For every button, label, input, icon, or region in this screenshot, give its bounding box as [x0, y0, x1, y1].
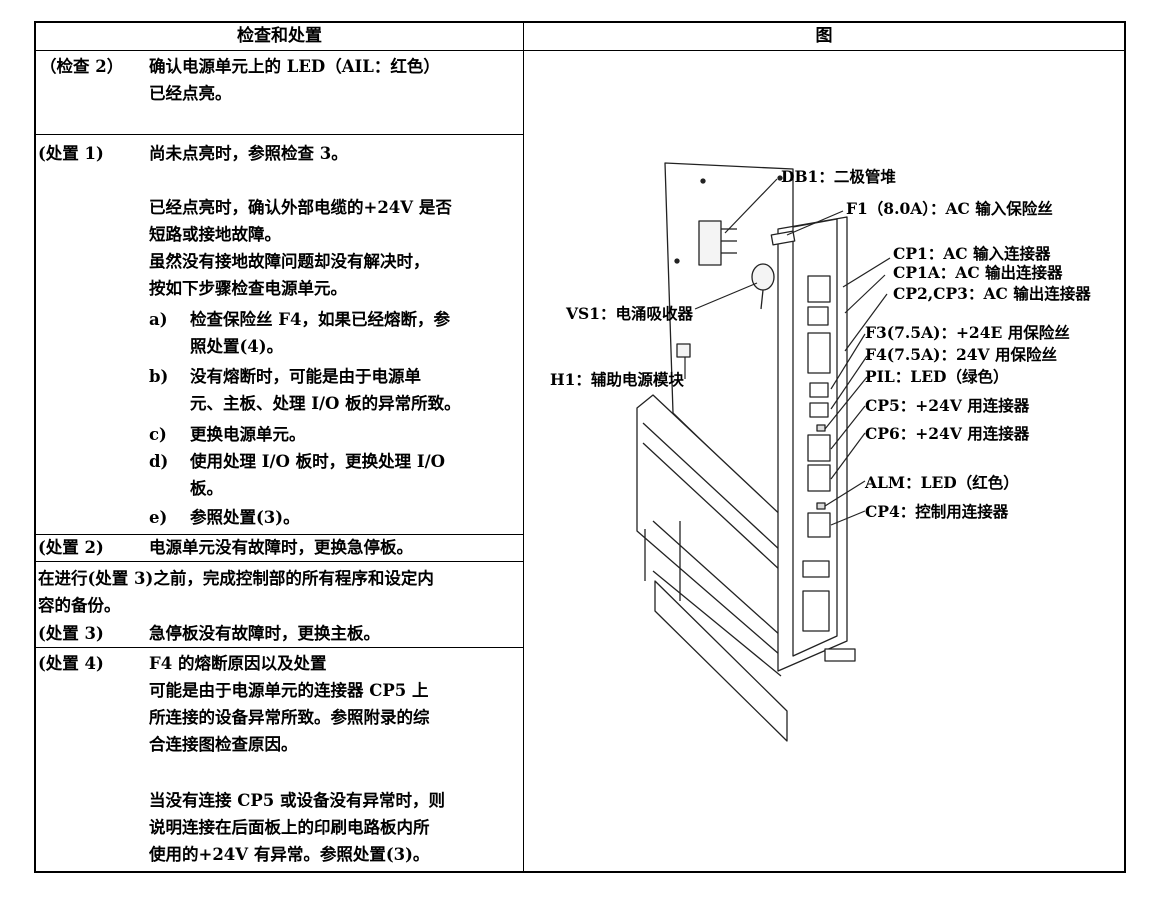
- step-line: 板。: [190, 479, 223, 498]
- action4-title: F4 的熔断原因以及处置: [149, 654, 327, 673]
- pil-led: [816, 424, 826, 432]
- header-check-action: 检查和处置: [237, 26, 322, 46]
- label-f3: F3(7.5A)：+24E 用保险丝: [865, 323, 1070, 342]
- power-supply-unit-diagram: DB1：二极管堆 F1（8.0A）：AC 输入保险丝 CP1：AC 输入连接器 …: [550, 162, 1091, 742]
- cp6-connector: [807, 464, 831, 492]
- action4-label: (处置 4): [38, 654, 104, 673]
- action4-line: 所连接的设备异常所致。参照附录的综: [149, 708, 430, 727]
- cp1a-connector: [807, 306, 829, 326]
- label-h1: H1：辅助电源模块: [550, 370, 684, 389]
- label-f1: F1（8.0A）：AC 输入保险丝: [846, 199, 1053, 218]
- db1-component: [698, 220, 722, 266]
- label-db1: DB1：二极管堆: [781, 167, 896, 186]
- vs1-component: [751, 263, 775, 291]
- procedure-table: 检查和处置 图 （检查 2） 确认电源单元上的 LED（AIL：红色） 已经点亮…: [34, 21, 1126, 873]
- step-mark: c): [149, 425, 167, 444]
- step-mark: b): [149, 367, 169, 386]
- header-divider: [36, 50, 1124, 51]
- f4-fuse: [809, 402, 829, 418]
- action2-label: (处置 2): [38, 538, 104, 557]
- step-line: 更换电源单元。: [190, 425, 306, 444]
- cp1-connector: [807, 275, 831, 303]
- cp23-connector: [807, 332, 831, 374]
- cp5-connector: [807, 434, 831, 462]
- row-divider: [36, 534, 523, 535]
- cp4-connector: [807, 512, 831, 538]
- action3-label: (处置 3): [38, 624, 104, 643]
- action1-line: 按如下步骤检查电源单元。: [149, 279, 347, 298]
- action1-line: 虽然没有接地故障问题却没有解决时，: [149, 252, 430, 271]
- action3-text: 急停板没有故障时，更换主板。: [149, 624, 380, 643]
- f3-fuse: [809, 382, 829, 398]
- action1-line: 尚未点亮时，参照检查 3。: [149, 144, 348, 163]
- check2-line: 确认电源单元上的 LED（AIL：红色）: [149, 57, 440, 76]
- action2-text: 电源单元没有故障时，更换急停板。: [149, 538, 413, 557]
- label-alm: ALM：LED（红色）: [864, 473, 1019, 492]
- step-mark: d): [149, 452, 169, 471]
- row-divider: [36, 134, 523, 135]
- step-line: 照处置(4)。: [190, 337, 284, 356]
- header-figure: 图: [815, 26, 833, 46]
- step-mark: a): [149, 310, 168, 329]
- step-line: 元、主板、处理 I/O 板的异常所致。: [190, 394, 461, 413]
- label-cp1: CP1：AC 输入连接器: [893, 244, 1051, 263]
- action4-line: 当没有连接 CP5 或设备没有异常时，则: [149, 791, 446, 810]
- backup-note-line: 容的备份。: [38, 596, 121, 615]
- step-line: 没有熔断时，可能是由于电源单: [190, 367, 421, 386]
- action1-label: (处置 1): [38, 144, 104, 163]
- label-vs1: VS1：电涌吸收器: [565, 304, 694, 323]
- action4-line: 说明连接在后面板上的印刷电路板内所: [149, 818, 430, 837]
- label-f4: F4(7.5A)：24V 用保险丝: [865, 345, 1057, 364]
- step-line: 检查保险丝 F4，如果已经熔断，参: [190, 310, 450, 329]
- step-mark: e): [149, 508, 168, 527]
- row-divider: [36, 647, 523, 648]
- label-cp6: CP6：+24V 用连接器: [865, 424, 1030, 443]
- step-line: 参照处置(3)。: [190, 508, 300, 527]
- action1-line: 已经点亮时，确认外部电缆的+24V 是否: [149, 198, 452, 217]
- action1-line: 短路或接地故障。: [149, 225, 281, 244]
- column-divider: [523, 23, 524, 871]
- action4-line: 合连接图检查原因。: [149, 735, 298, 754]
- check2-line: 已经点亮。: [149, 84, 232, 103]
- row-divider: [36, 561, 523, 562]
- action4-line: 可能是由于电源单元的连接器 CP5 上: [149, 681, 429, 700]
- label-cp1a: CP1A：AC 输出连接器: [893, 263, 1063, 282]
- action4-line: 使用的+24V 有异常。参照处置(3)。: [149, 845, 430, 864]
- label-cp5: CP5：+24V 用连接器: [865, 396, 1030, 415]
- label-pil: PIL：LED（绿色）: [865, 367, 1008, 386]
- label-cp23: CP2,CP3：AC 输出连接器: [893, 284, 1091, 303]
- alm-led: [816, 502, 826, 510]
- check2-label: （检查 2）: [40, 57, 124, 76]
- backup-note-line: 在进行(处置 3)之前，完成控制部的所有程序和设定内: [38, 569, 434, 588]
- label-cp4: CP4：控制用连接器: [865, 502, 1009, 521]
- h1-component: [676, 343, 691, 358]
- step-line: 使用处理 I/O 板时，更换处理 I/O: [190, 452, 445, 471]
